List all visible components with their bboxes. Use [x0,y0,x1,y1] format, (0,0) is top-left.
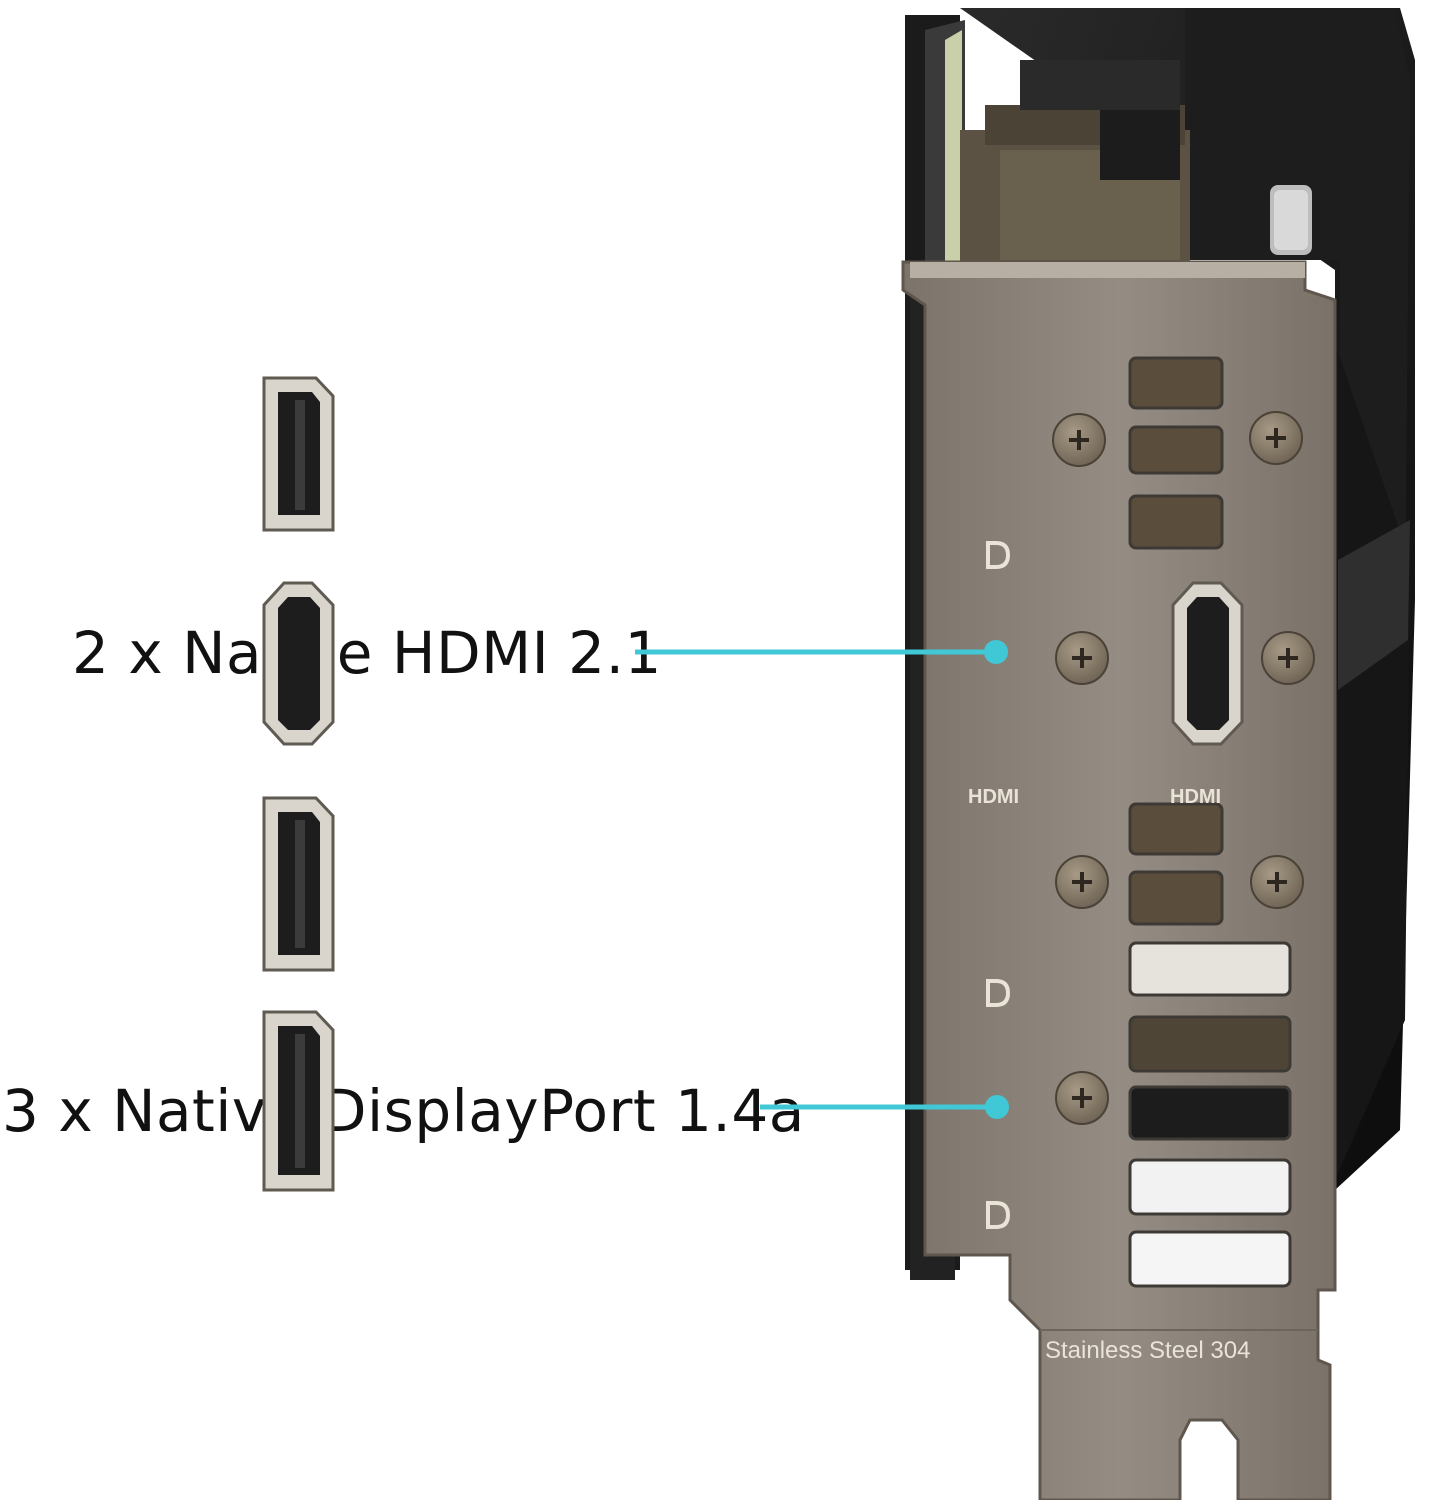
hdmi-port-label-left: HDMI [968,786,1019,808]
screw-icon [1249,411,1303,465]
hdmi-port-right [1171,581,1244,746]
screw-icon [1055,1071,1109,1125]
screw-icon [1055,631,1109,685]
screw-icon [1261,631,1315,685]
screw-icon [1250,855,1304,909]
hdmi-callout-pointer [635,640,1008,664]
displayport-logo-icon [986,541,1011,1229]
displayport-port-middle [262,796,335,972]
bracket-screws [1052,411,1315,1125]
displayport-callout-pointer [760,1095,1009,1119]
hdmi-port-left [262,581,335,746]
displayport-port-top [262,376,335,532]
hdmi-port-label-right: HDMI [1170,786,1221,808]
displayport-callout-label: 3 x Native DisplayPort 1.4a [2,1077,805,1145]
card-shroud [960,8,1415,1190]
hdmi-callout-label: 2 x Native HDMI 2.1 [72,619,662,687]
bracket-material-text: Stainless Steel 304 [1045,1337,1250,1364]
screw-icon [1052,413,1106,467]
screw-icon [1055,855,1109,909]
vent-cutouts [1128,356,1292,1288]
displayport-port-bottom [262,1010,335,1192]
